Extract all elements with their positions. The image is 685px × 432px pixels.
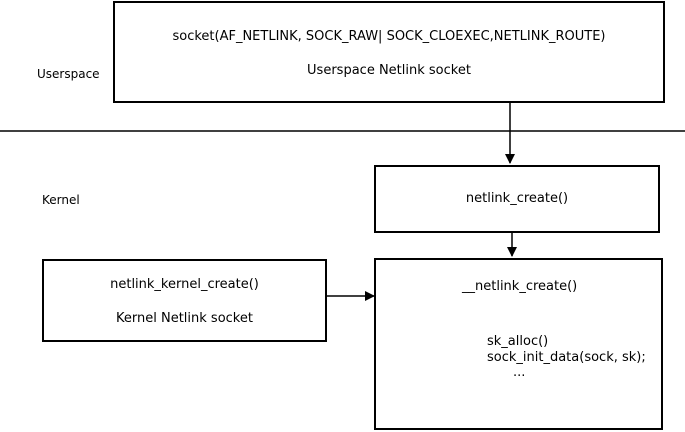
kernel-netlink-socket-box: netlink_kernel_create() Kernel Netlink s… xyxy=(42,259,327,342)
userspace-socket-label: Userspace Netlink socket xyxy=(307,63,471,78)
call-sk-alloc: sk_alloc() xyxy=(487,334,549,349)
kernel-netlink-socket-label: Kernel Netlink socket xyxy=(116,311,253,326)
userspace-region-label: Userspace xyxy=(37,67,100,81)
netlink-create-label: netlink_create() xyxy=(465,191,569,206)
userspace-socket-box: socket(AF_NETLINK, SOCK_RAW| SOCK_CLOEXE… xyxy=(113,1,665,103)
call-sock-init-data: sock_init_data(sock, sk); xyxy=(487,350,646,365)
socket-call-text: socket(AF_NETLINK, SOCK_RAW| SOCK_CLOEXE… xyxy=(172,29,606,44)
kernel-region-label: Kernel xyxy=(42,193,80,207)
netlink-create-box: netlink_create() xyxy=(374,165,660,233)
inner-netlink-create-title: __netlink_create() xyxy=(462,279,578,294)
netlink-kernel-create-label: netlink_kernel_create() xyxy=(110,277,259,292)
inner-netlink-create-box: __netlink_create() sk_alloc() sock_init_… xyxy=(374,258,663,430)
call-ellipsis: ... xyxy=(513,365,526,380)
